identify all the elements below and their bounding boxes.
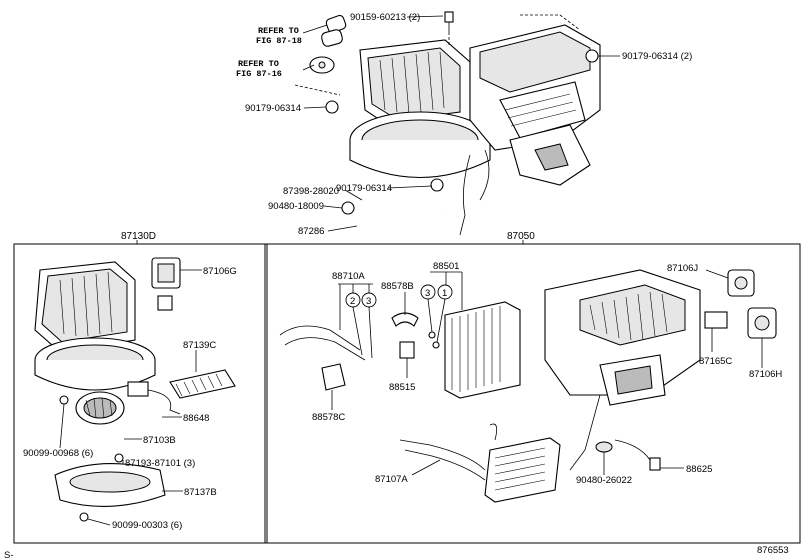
callout-number-3b: 3: [425, 288, 430, 299]
corner-mark: S-: [4, 550, 14, 560]
part-label-88648[interactable]: 88648: [183, 413, 209, 424]
callout-number-2: 2: [350, 296, 355, 307]
part-label-87137B[interactable]: 87137B: [184, 487, 217, 498]
part-label-88578C[interactable]: 88578C: [312, 412, 345, 423]
part-label-87139C[interactable]: 87139C: [183, 340, 216, 351]
part-label-88578B[interactable]: 88578B: [381, 281, 414, 292]
box-label-87130D[interactable]: 87130D: [121, 231, 156, 242]
callout-number-1: 1: [442, 288, 447, 299]
part-label-88710A[interactable]: 88710A: [332, 271, 365, 282]
box-87130D: [13, 243, 268, 544]
part-label-87286[interactable]: 87286: [298, 226, 324, 237]
refer-to-label-2: REFER TO: [238, 59, 279, 69]
left-leaders: [59, 269, 202, 526]
callout-number-3: 3: [366, 296, 371, 307]
refer-fig-87-18[interactable]: FIG 87-18: [256, 36, 302, 46]
blower-unit-87130D: [34, 257, 236, 522]
refer-fig-87-16[interactable]: FIG 87-16: [236, 69, 282, 79]
part-label-90099-00968[interactable]: 90099-00968 (6): [23, 448, 93, 459]
right-leaders: [331, 269, 763, 476]
part-label-90179-06314-2[interactable]: 90179-06314 (2): [622, 51, 692, 62]
part-label-90159-60213[interactable]: 90159-60213 (2): [350, 12, 420, 23]
box-label-87050[interactable]: 87050: [507, 231, 535, 242]
part-label-87165C[interactable]: 87165C: [699, 356, 732, 367]
evaporator-unit-87050: [279, 269, 777, 503]
part-label-90099-00303[interactable]: 90099-00303 (6): [112, 520, 182, 531]
part-label-90480-18009[interactable]: 90480-18009: [268, 201, 324, 212]
part-label-87107A[interactable]: 87107A: [375, 474, 408, 485]
figure-code: 876553: [757, 545, 789, 556]
part-label-90179-06314-a[interactable]: 90179-06314: [245, 103, 301, 114]
top-leaders: [302, 15, 620, 232]
part-label-87193-87101[interactable]: 87193-87101 (3): [125, 458, 195, 469]
part-label-90480-26022[interactable]: 90480-26022: [576, 475, 632, 486]
part-label-87106G[interactable]: 87106G: [203, 266, 237, 277]
refer-to-label-1: REFER TO: [258, 26, 299, 36]
part-label-87106H[interactable]: 87106H: [749, 369, 782, 380]
part-label-87103B[interactable]: 87103B: [143, 435, 176, 446]
part-label-88625[interactable]: 88625: [686, 464, 712, 475]
part-label-87398-28020[interactable]: 87398-28020: [283, 186, 339, 197]
part-label-88515[interactable]: 88515: [389, 382, 415, 393]
box-87050: [264, 243, 801, 544]
top-heater-assembly: [294, 11, 601, 236]
part-label-87106J[interactable]: 87106J: [667, 263, 698, 274]
part-label-90179-06314-b[interactable]: 90179-06314: [336, 183, 392, 194]
part-label-88501[interactable]: 88501: [433, 261, 459, 272]
